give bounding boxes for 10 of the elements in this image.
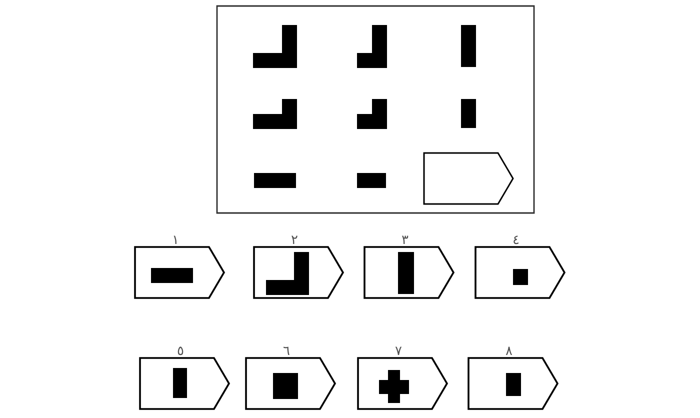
- option-number: ٦: [284, 346, 290, 355]
- option-number: ٤: [514, 236, 518, 244]
- option-number: ٣: [402, 236, 408, 244]
- option-number: ٥: [178, 346, 184, 356]
- option-number: ١: [174, 236, 176, 244]
- option-number: ٨: [506, 346, 512, 355]
- option-number: ٢: [292, 236, 298, 244]
- puzzle-frame: [216, 5, 535, 214]
- option-number: ٧: [395, 346, 402, 355]
- answer-slot: [423, 152, 514, 205]
